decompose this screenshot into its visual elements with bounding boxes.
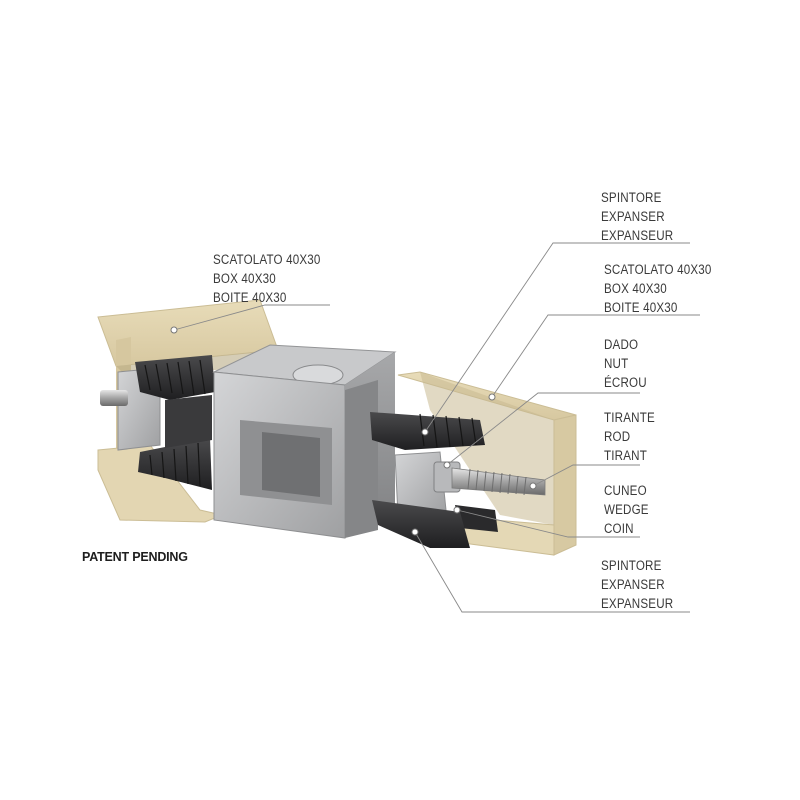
callout-line: SPINTORE — [601, 190, 662, 205]
callout-line: COIN — [604, 521, 634, 536]
callout-line: ROD — [604, 429, 631, 444]
callout-box-left: SCATOLATO 40X30 BOX 40X30 BOITE 40X30 — [213, 250, 321, 307]
dot-nut — [443, 461, 451, 469]
left-top-expanser — [135, 355, 215, 400]
dot-rod — [529, 482, 537, 490]
callout-line: CUNEO — [604, 483, 647, 498]
callout-line: EXPANSEUR — [601, 228, 674, 243]
right-wedge-block — [394, 451, 447, 516]
callout-line: TIRANT — [604, 448, 647, 463]
leader-box-left — [173, 304, 330, 331]
callout-expanser-top: SPINTORE EXPANSER EXPANSEUR — [601, 188, 673, 245]
callout-line: ÉCROU — [604, 375, 647, 390]
leader-nut — [446, 392, 640, 466]
callout-line: EXPANSER — [601, 577, 665, 592]
leader-lines — [173, 242, 700, 613]
leader-rod — [532, 464, 640, 487]
callout-line: TIRANTE — [604, 410, 655, 425]
rod-threads — [467, 468, 527, 496]
right-top-teeth — [419, 413, 477, 448]
rod-threaded — [451, 467, 546, 496]
callout-line: BOITE 40X30 — [604, 300, 678, 315]
leader-wedge — [456, 509, 640, 538]
callout-line: EXPANSEUR — [601, 596, 674, 611]
callout-line: BOITE 40X30 — [213, 290, 287, 305]
leader-box-right — [491, 314, 700, 398]
callout-line: SPINTORE — [601, 558, 662, 573]
callout-line: SCATOLATO 40X30 — [604, 262, 712, 277]
left-box-tube — [97, 299, 279, 523]
callout-line: WEDGE — [604, 502, 649, 517]
left-central-wedge — [165, 395, 212, 448]
leader-expanser-bottom — [414, 531, 690, 613]
callout-line: DADO — [604, 337, 639, 352]
callout-line: BOX 40X30 — [213, 271, 276, 286]
dot-box-left — [170, 326, 178, 334]
callout-box-right: SCATOLATO 40X30 BOX 40X30 BOITE 40X30 — [604, 260, 712, 317]
left-rod-stub — [100, 390, 128, 406]
central-body-inner — [262, 432, 320, 497]
callout-line: SCATOLATO 40X30 — [213, 252, 321, 267]
callout-line: NUT — [604, 356, 629, 371]
right-bottom-expanser — [372, 500, 470, 548]
leader-dots — [170, 326, 537, 536]
left-mechanism — [100, 355, 215, 490]
dot-expanser-bottom — [411, 528, 419, 536]
central-body — [212, 344, 397, 539]
dot-expanser-top — [421, 428, 429, 436]
callout-line: EXPANSER — [601, 209, 665, 224]
callout-wedge: CUNEO WEDGE COIN — [604, 481, 649, 538]
left-teeth — [144, 359, 206, 487]
callout-line: BOX 40X30 — [604, 281, 667, 296]
central-body-lip — [345, 380, 378, 538]
dot-box-right — [488, 393, 496, 401]
patent-pending-note: PATENT PENDING — [82, 550, 188, 564]
callout-nut: DADO NUT ÉCROU — [604, 335, 647, 392]
callout-rod: TIRANTE ROD TIRANT — [604, 408, 655, 465]
callout-expanser-bottom: SPINTORE EXPANSER EXPANSEUR — [601, 556, 673, 613]
leader-expanser-top — [424, 242, 690, 433]
dot-wedge — [453, 506, 461, 514]
